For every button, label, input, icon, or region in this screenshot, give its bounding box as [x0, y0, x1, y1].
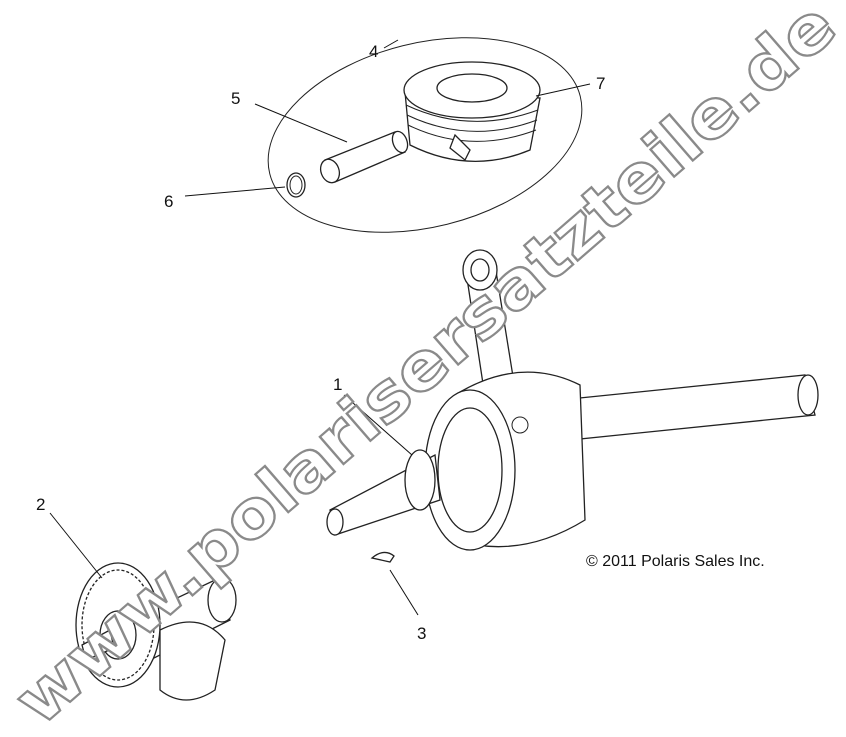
- callout-2: 2: [36, 495, 45, 514]
- copyright-text: © 2011 Polaris Sales Inc.: [586, 553, 765, 570]
- callout-6: 6: [164, 192, 173, 211]
- callout-5: 5: [231, 89, 240, 108]
- leader-2: [49, 512, 103, 579]
- piston-assembly-outline: [267, 37, 583, 233]
- leader-3: [389, 569, 419, 616]
- crankshaft: [326, 249, 819, 551]
- leader-1: [343, 394, 413, 456]
- circlip: [286, 172, 306, 198]
- leader-7: [535, 83, 591, 97]
- woodruff-key: [370, 551, 395, 563]
- leader-4: [383, 39, 399, 49]
- piston-pin: [319, 130, 409, 184]
- callout-1: 1: [333, 375, 342, 394]
- balance-shaft: [75, 562, 237, 701]
- piston: [403, 61, 541, 162]
- leader-5: [254, 103, 348, 143]
- callout-4: 4: [369, 42, 378, 61]
- leader-6: [184, 186, 286, 197]
- callout-7: 7: [596, 74, 605, 93]
- callout-3: 3: [417, 624, 426, 643]
